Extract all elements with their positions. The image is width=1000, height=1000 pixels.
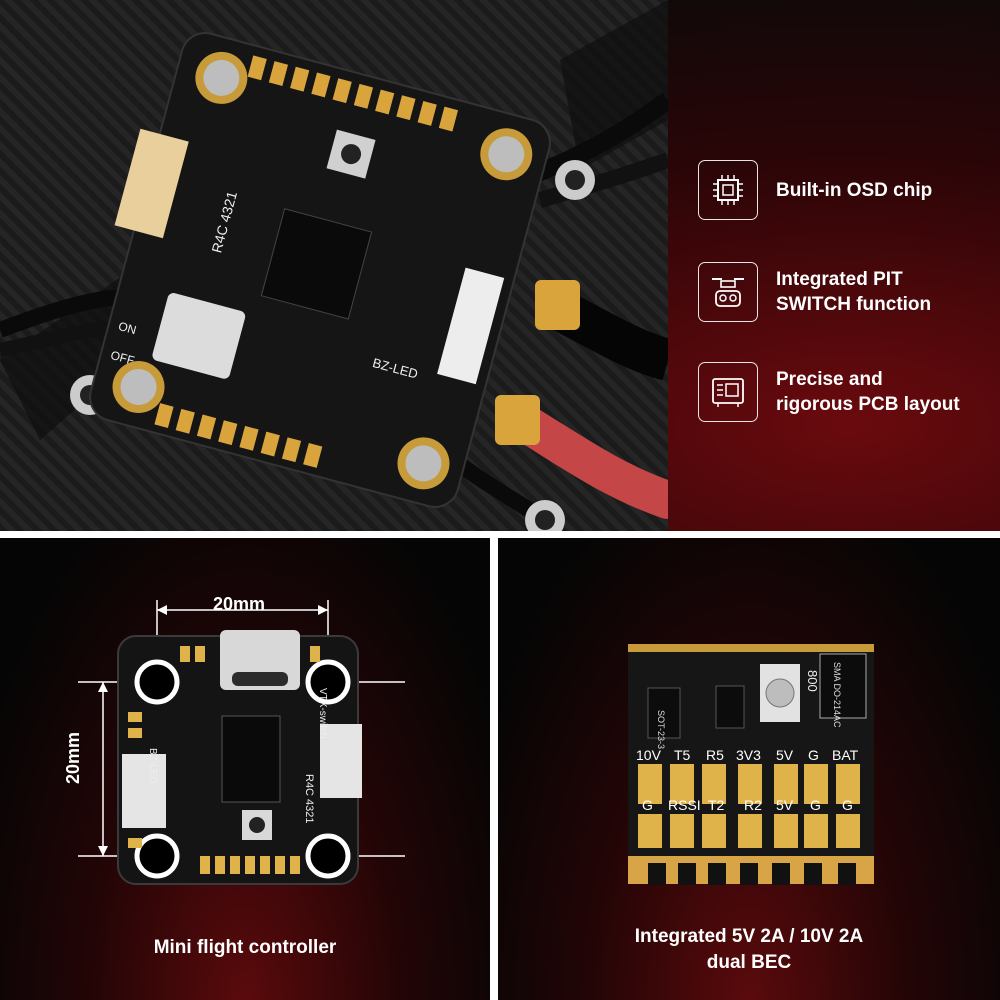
row2-label-4: 5V (776, 797, 794, 813)
row2-label-2: T2 (708, 797, 725, 813)
row1-label-1: T5 (674, 747, 691, 763)
flight-controller-photo: R4C 4321 BZ-LED ON OFF (0, 0, 668, 531)
row2-label-0: G (642, 797, 653, 813)
chip-icon (698, 160, 758, 220)
pcb-layout-icon (698, 362, 758, 422)
feature-pit-line1: Integrated PIT (776, 269, 903, 290)
bottom-left-panel: R4C 4321 VTX-switch BZ-LED 20mm 20mm Min… (0, 538, 490, 1000)
height-dimension-label: 20mm (63, 731, 83, 784)
caption-bec: Integrated 5V 2A / 10V 2A dual BEC (498, 924, 1000, 976)
caption-mini-flight-controller: Mini flight controller (153, 937, 337, 958)
row1-label-2: R5 (706, 747, 724, 763)
vertical-divider (490, 538, 498, 1000)
caption-bec-line2: dual BEC (706, 952, 792, 973)
feature-pit-switch: Integrated PIT SWITCH function (698, 262, 931, 322)
board-top-view: R4C 4321 VTX-switch BZ-LED (78, 600, 405, 885)
sot-label: SOT-23-3 (656, 710, 666, 749)
vtx-switch-label: VTX-switch (317, 688, 328, 739)
chip-800-label: 800 (805, 670, 820, 692)
top-panel: R4C 4321 BZ-LED ON OFF Built-in OSD chi (0, 0, 1000, 531)
row1-label-4: 5V (776, 747, 794, 763)
feature-pcb-line1: Precise and (776, 369, 883, 390)
row1-label-3: 3V3 (736, 747, 761, 763)
width-dimension-label: 20mm (213, 594, 266, 614)
bottom-right-panel: SOT-23-3 800 SMA DO-214AC 10V T5 R5 3V3 … (498, 538, 1000, 1000)
board-model-label-2: R4C 4321 (303, 774, 315, 824)
bec-closeup: SOT-23-3 800 SMA DO-214AC 10V T5 R5 3V3 … (628, 644, 874, 885)
switch-on-label: ON (117, 319, 138, 337)
bz-led-label-2: BZ-LED (147, 748, 158, 784)
row1-label-6: BAT (832, 747, 859, 763)
switch-off-label: OFF (109, 348, 136, 368)
feature-pcb-line2: rigorous PCB layout (776, 394, 960, 415)
feature-osd: Built-in OSD chip (698, 160, 932, 220)
flight-controller-illustration: R4C 4321 BZ-LED ON OFF (0, 0, 668, 531)
horizontal-divider (0, 531, 1000, 538)
row1-label-0: 10V (636, 747, 662, 763)
row2-label-1: RSSI (668, 797, 701, 813)
row2-label-6: G (842, 797, 853, 813)
feature-pcb: Precise and rigorous PCB layout (698, 362, 960, 422)
feature-pit-line2: SWITCH function (776, 294, 932, 315)
drone-switch-icon (698, 262, 758, 322)
sma-label: SMA DO-214AC (832, 662, 842, 728)
row2-label-5: G (810, 797, 821, 813)
caption-bec-line1: Integrated 5V 2A / 10V 2A (634, 926, 864, 947)
feature-osd-line1: Built-in OSD chip (776, 179, 933, 201)
row2-label-3: R2 (744, 797, 762, 813)
row1-label-5: G (808, 747, 819, 763)
